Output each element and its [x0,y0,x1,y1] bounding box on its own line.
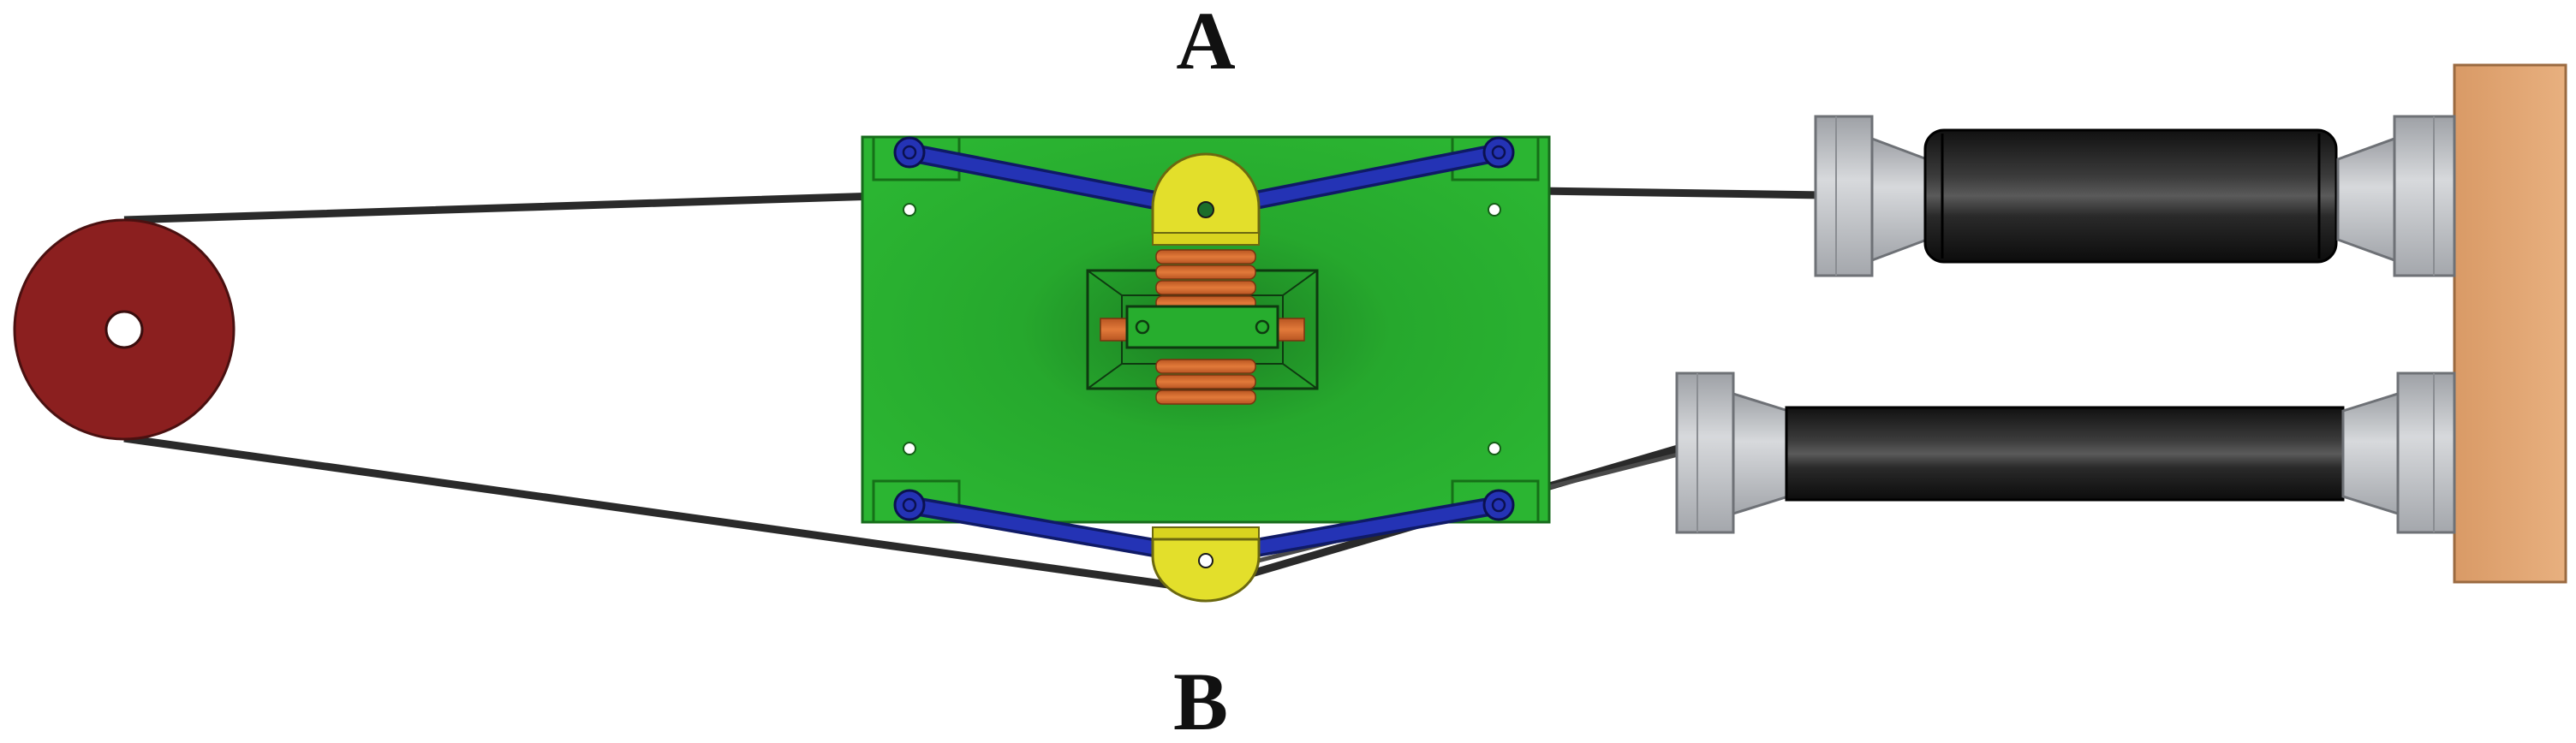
drive-pulley [13,218,236,441]
pivot-joint [893,136,926,169]
pivot-joint [893,489,926,521]
label-a: A [1176,0,1235,86]
corner-bracket [1451,479,1540,524]
idler-b-axle [1198,553,1213,568]
roller-lower [1675,372,2456,534]
coil-center-bar [1125,305,1279,349]
idler-a [1151,152,1261,246]
idler-b [1151,526,1261,603]
pulley-hub-hole [104,310,144,349]
roller-upper [1814,115,2456,277]
pivot-joint [1482,489,1515,521]
mount-hole [903,442,916,455]
coil-assembly [1086,249,1319,405]
mount-hole [903,203,916,217]
label-b: B [1173,656,1228,743]
mount-hole [1488,442,1501,455]
corner-bracket [872,479,961,524]
pivot-joint [1482,136,1515,169]
mount-hole [1488,203,1501,217]
coil-windings-bottom [1155,359,1256,405]
idler-a-axle [1197,201,1214,218]
mount-block [2453,63,2567,584]
